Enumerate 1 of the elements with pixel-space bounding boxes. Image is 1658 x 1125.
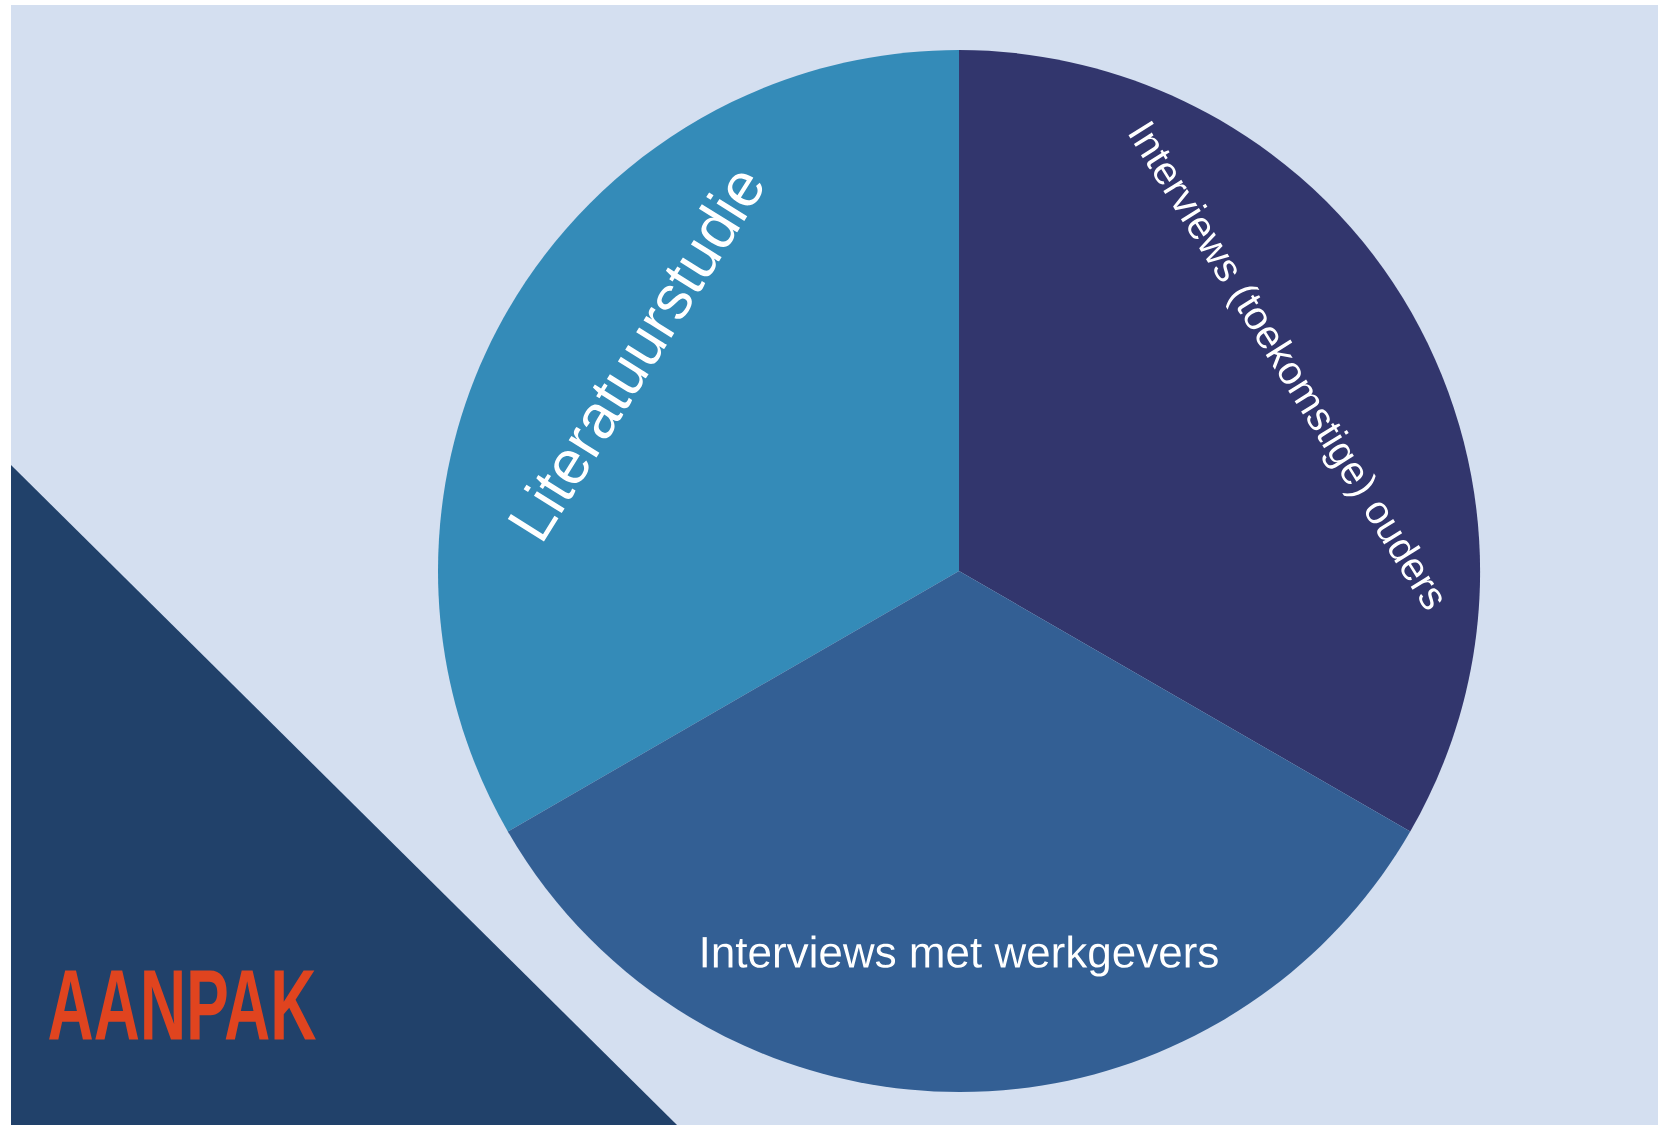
heading: AANPAK [49,970,316,1040]
